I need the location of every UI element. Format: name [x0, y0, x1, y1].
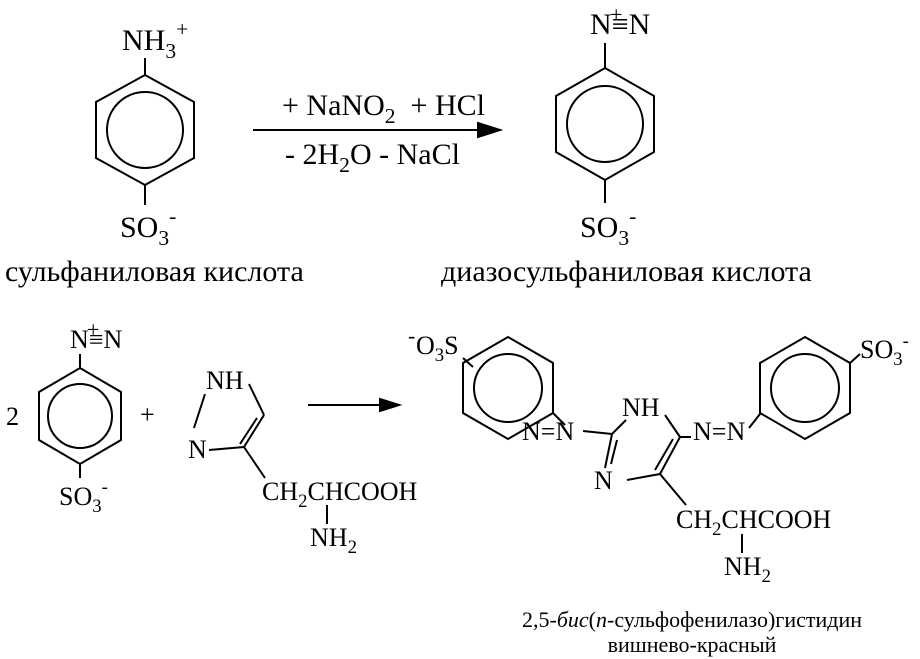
benzene-ring-3 [38, 366, 122, 466]
reaction-arrow-2 [308, 397, 403, 413]
sulfonate-group-3: SO3- [59, 477, 108, 517]
left-aromatic-circle [473, 353, 543, 423]
sulfanilic-acid-structure: NH3+ SO3- сульфаниловая кислота [5, 17, 304, 288]
right-sulfonate-group: SO3- [860, 331, 909, 370]
bond-left-azo [552, 412, 566, 426]
arrow-head-2 [379, 397, 403, 413]
product-name: диазосульфаниловая кислота [441, 255, 812, 288]
imidazole2-bond-a [611, 419, 627, 435]
reagents-above: + NaNO2 + HCl [282, 89, 485, 128]
product-caption-line2: вишнево-красный [608, 632, 777, 657]
product-n: N [594, 466, 613, 495]
bond-to-side-chain [243, 446, 266, 479]
histidine-side-chain: CH2CHCOOH [262, 477, 417, 512]
diazosulfanilic-acid-structure: N≡N + SO3- диазосульфаниловая кислота [441, 2, 812, 288]
diazonium-group-2: N≡N [70, 325, 122, 354]
imidazole2-bond-c [664, 414, 681, 438]
diazonium-charge: + [610, 2, 622, 27]
bond-to-side-chain-2 [659, 473, 687, 506]
left-sulfonate-group: O3S [416, 331, 459, 366]
bond-azo-to-imidazole [582, 430, 613, 435]
product-amine: NH2 [724, 552, 771, 587]
imidazole2-bond-d [659, 436, 681, 475]
ammonium-group: NH3+ [122, 17, 188, 63]
product-caption-line1: 2,5-бис(п-сульфофенилазо)гистидин [522, 607, 862, 632]
plus-sign: + [140, 400, 155, 429]
diazonium-group: N≡N [590, 8, 650, 41]
diazo-reactant-2: 2 N≡N + SO3- [6, 317, 122, 517]
imidazole2-bond-d-double [654, 438, 674, 471]
aromatic-circle-2 [566, 85, 644, 163]
histidine-amine: NH2 [310, 523, 357, 558]
left-sulfonate-charge: - [408, 323, 415, 348]
bond-left-sulfonate [462, 357, 474, 368]
histidine-n: N [188, 435, 207, 464]
product-side-chain: CH2CHCOOH [676, 505, 831, 540]
bond-right-sulfonate [849, 353, 861, 364]
imidazole-bond-a [193, 393, 206, 429]
aromatic-circle [106, 91, 184, 169]
reaction-arrow-1: + NaNO2 + HCl - 2H2O - NaCl [253, 89, 504, 177]
imidazole2-bond-b-double [610, 439, 618, 465]
imidazole-bond-d [208, 446, 245, 451]
aromatic-circle-3 [47, 383, 113, 449]
imidazole2-bond-e [626, 473, 661, 481]
right-aromatic-circle [770, 353, 840, 423]
imidazole2-bond-b [604, 433, 613, 469]
reactant-name: сульфаниловая кислота [5, 255, 304, 288]
imidazole-bond-b [248, 383, 265, 416]
left-benzene-ring [462, 335, 554, 441]
bis-azo-product-structure: - O3S N=N NH N N=N SO3- CH2CHCOOH NH2 2,… [408, 323, 909, 657]
bond-right-azo [748, 413, 761, 429]
sulfonate-group: SO3- [120, 204, 176, 250]
sulfonate-group-2: SO3- [580, 204, 636, 250]
benzene-ring-2 [555, 66, 655, 182]
imidazole-bond-c [243, 414, 265, 448]
histidine-nh: NH [206, 366, 244, 395]
coefficient: 2 [6, 402, 19, 431]
arrow-head-1 [477, 121, 504, 139]
reagents-below: - 2H2O - NaCl [285, 138, 460, 177]
diazonium-charge-2: + [87, 317, 99, 342]
right-azo-group: N=N [693, 417, 745, 446]
histidine-structure: NH N CH2CHCOOH NH2 [188, 366, 417, 558]
product-nh: NH [622, 393, 660, 422]
imidazole-bond-c-double [239, 417, 258, 445]
right-benzene-ring [759, 335, 851, 441]
left-azo-group: N=N [522, 417, 574, 446]
